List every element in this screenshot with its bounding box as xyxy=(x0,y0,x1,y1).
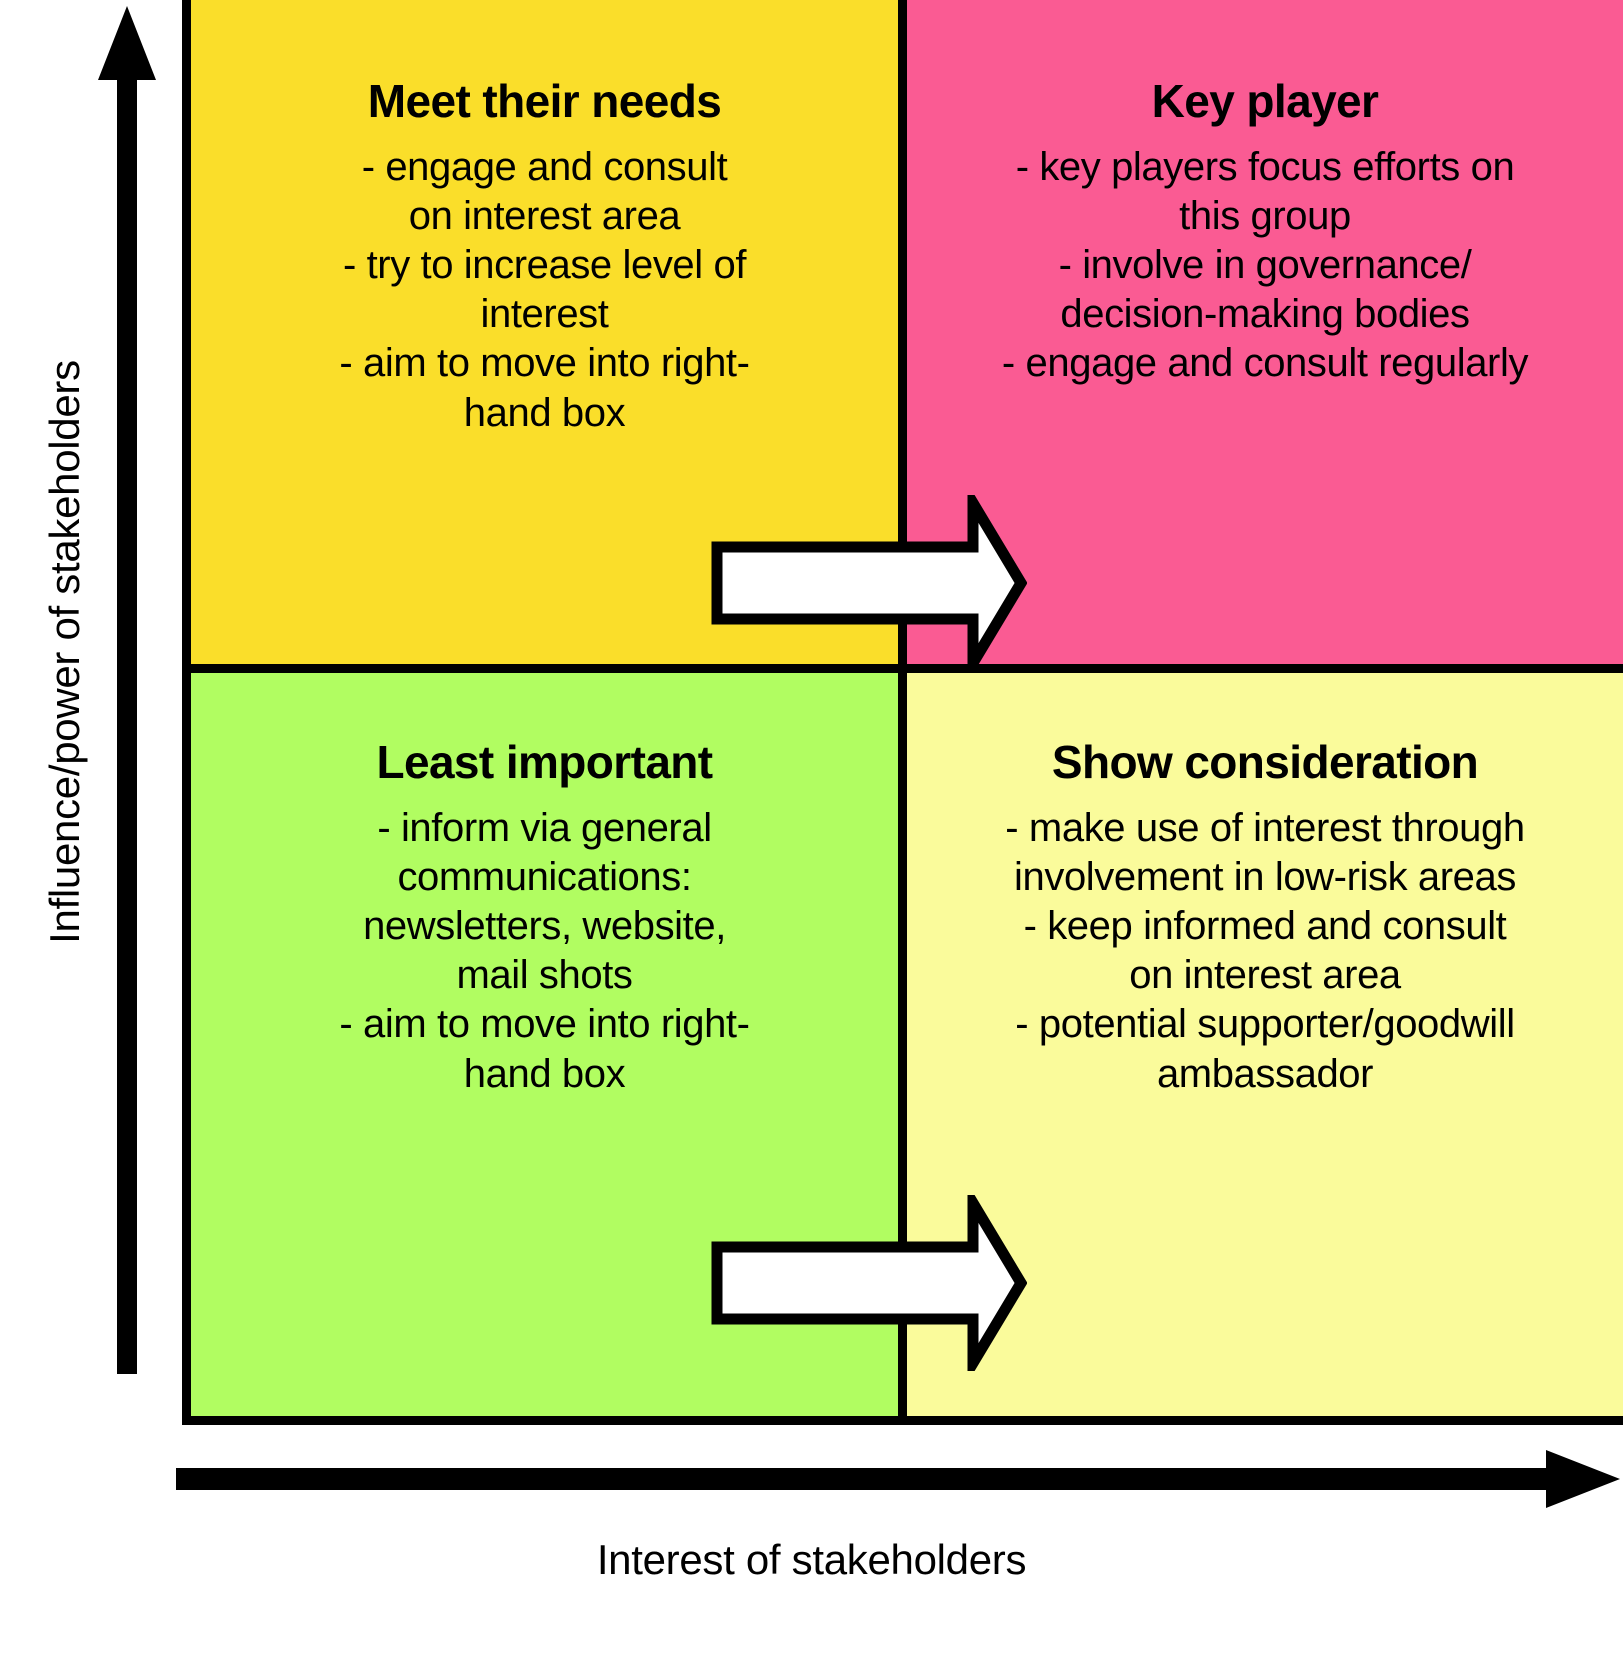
quadrant-line: communications: xyxy=(397,854,692,899)
quadrant-line: - aim to move into right- xyxy=(339,1002,750,1047)
quadrant-line: - make use of interest through xyxy=(1005,805,1525,850)
quadrant-body-least-important: - inform via general communications: new… xyxy=(213,804,876,1099)
quadrant-line: on interest area xyxy=(1129,953,1401,998)
quadrant-line: - aim to move into right- xyxy=(339,341,750,386)
quadrant-line: - try to increase level of xyxy=(342,242,747,287)
quadrant-title-meet-their-needs: Meet their needs xyxy=(367,75,722,127)
y-axis-label: Influence/power of stakeholders xyxy=(40,360,88,944)
quadrant-line: - key players focus efforts on xyxy=(1015,144,1515,189)
move-right-arrow-top-icon xyxy=(711,495,1027,671)
quadrant-line: interest xyxy=(480,292,609,337)
quadrant-line: - engage and consult regularly xyxy=(1001,341,1529,386)
quadrant-line: newsletters, website, xyxy=(363,903,726,948)
quadrant-line: hand box xyxy=(463,390,626,435)
quadrant-line: decision-making bodies xyxy=(1060,292,1470,337)
move-right-arrow-bottom-icon xyxy=(711,1195,1027,1371)
quadrant-line: ambassador xyxy=(1156,1051,1374,1096)
quadrant-title-show-consideration: Show consideration xyxy=(1051,736,1479,788)
quadrant-line: mail shots xyxy=(456,953,633,998)
quadrant-key-player[interactable]: Key player - key players focus efforts o… xyxy=(907,0,1623,673)
quadrant-line: involvement in low-risk areas xyxy=(1014,854,1516,899)
quadrant-line: - engage and consult xyxy=(361,144,728,189)
quadrant-line: - keep informed and consult xyxy=(1023,903,1507,948)
quadrant-show-consideration[interactable]: Show consideration - make use of interes… xyxy=(907,673,1623,1416)
quadrant-line: hand box xyxy=(463,1051,626,1096)
quadrant-title-key-player: Key player xyxy=(1151,75,1379,127)
quadrant-body-key-player: - key players focus efforts on this grou… xyxy=(929,143,1601,389)
quadrant-body-meet-their-needs: - engage and consult on interest area - … xyxy=(213,143,876,438)
quadrant-line: - involve in governance/ xyxy=(1058,242,1472,287)
quadrant-line: on interest area xyxy=(408,193,681,238)
quadrant-line: this group xyxy=(1179,193,1351,238)
quadrant-body-show-consideration: - make use of interest through involveme… xyxy=(929,804,1601,1099)
matrix-grid: Meet their needs - engage and consult on… xyxy=(182,0,1623,1425)
quadrant-line: - inform via general xyxy=(377,805,712,850)
x-axis-label: Interest of stakeholders xyxy=(596,1536,1027,1583)
arrow-up-icon xyxy=(98,6,156,1374)
quadrant-title-least-important: Least important xyxy=(376,736,713,788)
arrow-right-icon xyxy=(176,1450,1620,1508)
quadrant-line: - potential supporter/goodwill xyxy=(1015,1002,1515,1047)
